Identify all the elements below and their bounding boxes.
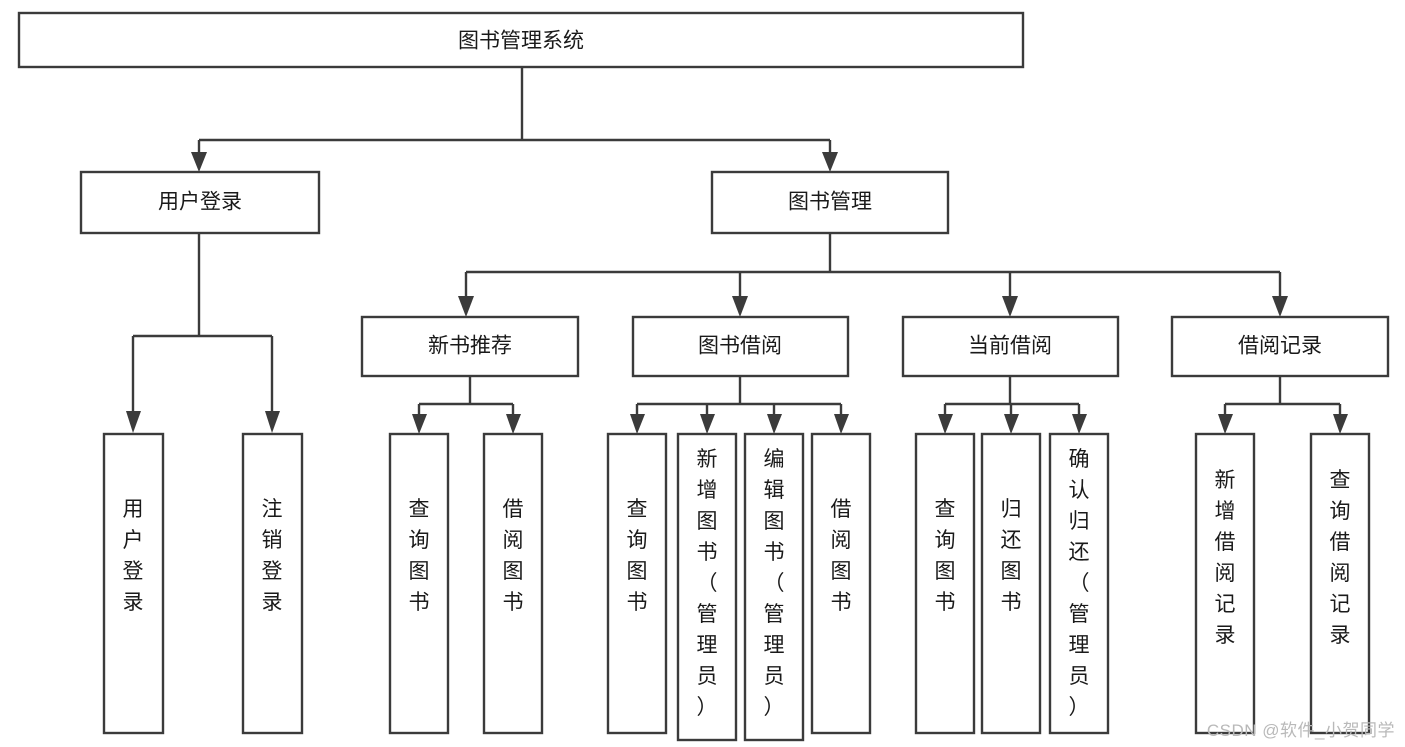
node-newbook[interactable]: 新书推荐 [360,315,580,378]
node-leaf-2-label: 注销登录 [262,498,283,614]
arrow-head-leaf-8 [834,414,849,434]
node-leaf-13-box[interactable] [1309,432,1371,735]
node-leaf-11[interactable]: 确认归还（管理员） [1048,432,1110,735]
node-leaf-9-label: 查询图书 [935,498,956,614]
node-leaf-8[interactable]: 借阅图书 [810,432,872,735]
arrow-head-leaf-10 [1004,414,1019,434]
node-borrow-box[interactable] [631,315,850,378]
node-login-box[interactable] [79,170,321,235]
node-leaf-1-label: 用户登录 [123,498,144,614]
node-leaf-12[interactable]: 新增借阅记录 [1194,432,1256,735]
arrow-head-record [1272,296,1288,317]
node-bookmgmt-label: 图书管理 [788,191,872,214]
node-leaf-5-box[interactable] [606,432,668,735]
node-leaf-4-box[interactable] [482,432,544,735]
arrow-head-leaf-13 [1333,414,1348,434]
node-newbook-label: 新书推荐 [428,335,512,358]
node-leaf-13[interactable]: 查询借阅记录 [1309,432,1371,735]
node-leaf-11-label: 确认归还（管理员） [1069,448,1090,719]
arrow-head-newbook [458,296,474,317]
node-leaf-1-box[interactable] [102,432,165,735]
node-leaf-7-box[interactable] [743,432,805,742]
node-leaf-11-box[interactable] [1048,432,1110,735]
node-borrow[interactable]: 图书借阅 [631,315,850,378]
arrow-head-bookmgmt [822,152,838,172]
arrow-head-leaf-1 [126,411,141,433]
node-leaf-5-label: 查询图书 [627,498,648,614]
arrow-head-leaf-6 [700,414,715,434]
node-leaf-2-box[interactable] [241,432,304,735]
node-leaf-1[interactable]: 用户登录 [102,432,165,735]
node-leaf-8-box[interactable] [810,432,872,735]
node-leaf-7[interactable]: 编辑图书（管理员） [743,432,805,742]
node-leaf-6[interactable]: 新增图书（管理员） [676,432,738,742]
node-record-box[interactable] [1170,315,1390,378]
node-leaf-4[interactable]: 借阅图书 [482,432,544,735]
node-login-label: 用户登录 [158,191,242,214]
node-leaf-5[interactable]: 查询图书 [606,432,668,735]
arrow-head-leaf-12 [1218,414,1233,434]
node-leaf-8-label: 借阅图书 [831,498,852,614]
arrow-head-borrow [732,296,748,317]
arrow-head-leaf-11 [1072,414,1087,434]
node-leaf-4-label: 借阅图书 [503,498,524,614]
node-leaf-3[interactable]: 查询图书 [388,432,450,735]
arrow-head-leaf-9 [938,414,953,434]
node-leaf-13-label: 查询借阅记录 [1330,469,1351,647]
node-bookmgmt-box[interactable] [710,170,950,235]
arrow-head-login [191,152,207,172]
node-leaf-6-box[interactable] [676,432,738,742]
node-leaf-6-label: 新增图书（管理员） [697,448,718,719]
node-leaf-7-label: 编辑图书（管理员） [764,448,785,719]
arrow-head-leaf-2 [265,411,280,433]
connector-layer [126,67,1348,434]
node-leaf-3-label: 查询图书 [409,498,430,614]
node-leaf-3-box[interactable] [388,432,450,735]
node-leaf-12-box[interactable] [1194,432,1256,735]
node-login[interactable]: 用户登录 [79,170,321,235]
arrow-head-leaf-7 [767,414,782,434]
node-current-box[interactable] [901,315,1120,378]
node-root-box[interactable] [17,11,1025,69]
node-leaf-12-label: 新增借阅记录 [1215,469,1236,647]
node-bookmgmt[interactable]: 图书管理 [710,170,950,235]
node-record-label: 借阅记录 [1238,335,1322,358]
node-leaf-10-label: 归还图书 [1001,498,1022,614]
node-current[interactable]: 当前借阅 [901,315,1120,378]
arrow-head-leaf-4 [506,414,521,434]
arrow-head-current [1002,296,1018,317]
arrow-head-leaf-3 [412,414,427,434]
node-leaf-9-box[interactable] [914,432,976,735]
node-leaf-10[interactable]: 归还图书 [980,432,1042,735]
node-leaf-10-box[interactable] [980,432,1042,735]
node-record[interactable]: 借阅记录 [1170,315,1390,378]
node-root-label: 图书管理系统 [458,30,584,53]
node-newbook-box[interactable] [360,315,580,378]
node-leaf-2[interactable]: 注销登录 [241,432,304,735]
node-leaf-9[interactable]: 查询图书 [914,432,976,735]
node-current-label: 当前借阅 [968,335,1052,358]
arrow-head-leaf-5 [630,414,645,434]
node-borrow-label: 图书借阅 [698,335,782,358]
node-root[interactable]: 图书管理系统 [17,11,1025,69]
